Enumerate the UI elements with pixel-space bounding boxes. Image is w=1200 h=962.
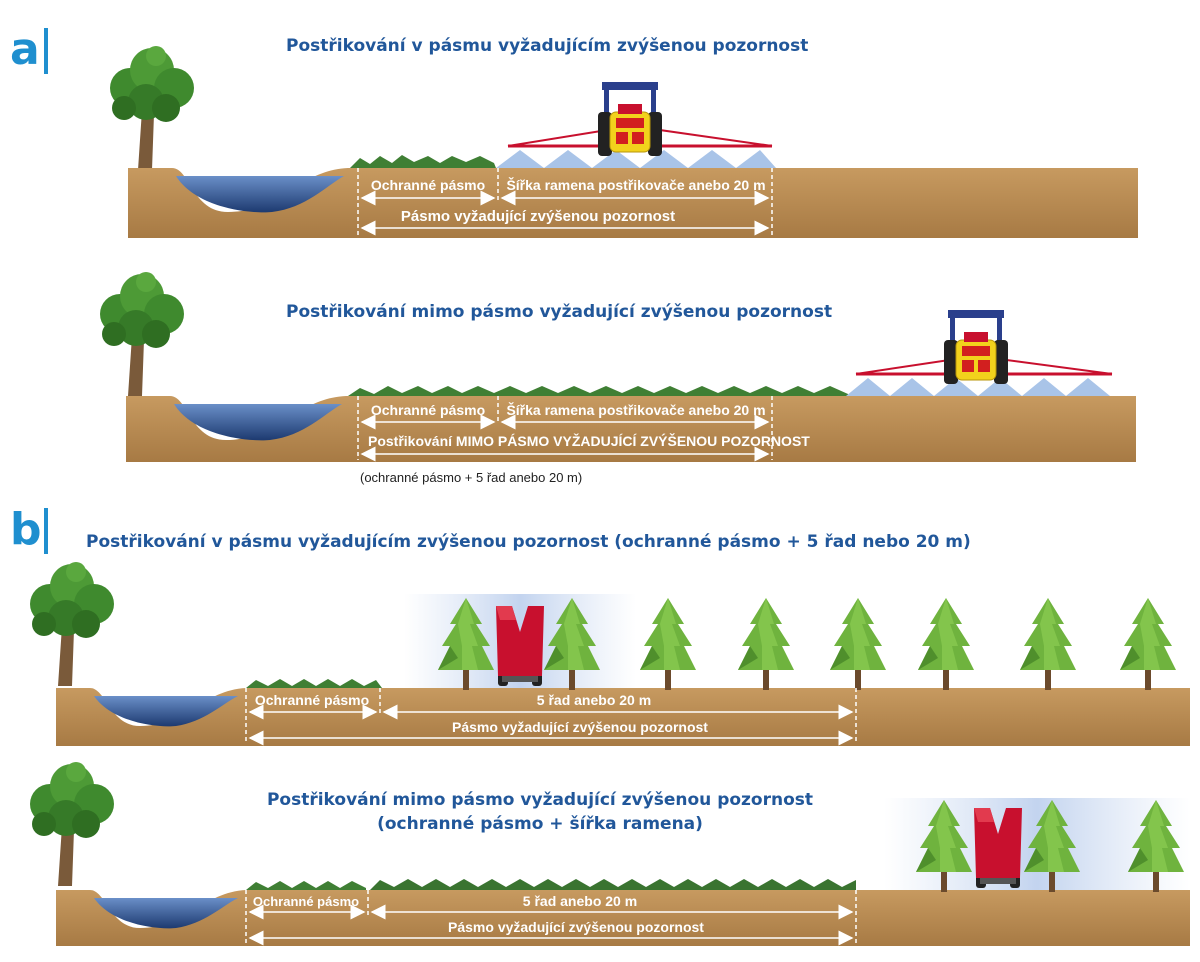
scene1-spray <box>496 150 776 168</box>
scene3-bank-tree-icon <box>30 562 114 686</box>
scene2-note: (ochranné pásmo + 5 řad anebo 20 m) <box>360 470 583 485</box>
scene2: Ochranné pásmo Šířka ramena postřikovače… <box>100 272 1136 462</box>
scene2-label-boom: Šířka ramena postřikovače anebo 20 m <box>506 401 765 418</box>
panel-a-divider <box>44 28 48 74</box>
scene4-title-line2: (ochranné pásmo + šířka ramena) <box>377 814 703 834</box>
scene1-zone-boundaries <box>357 168 773 236</box>
scene1-bank-tree-icon <box>110 46 194 170</box>
scene3-label-rows: 5 řad anebo 20 m <box>537 692 651 708</box>
scene3-label-zone: Pásmo vyžadující zvýšenou pozornost <box>452 719 708 735</box>
scene4-title-line1: Postřikování mimo pásmo vyžadující zvýše… <box>266 790 814 810</box>
scene1-tractor-icon <box>597 81 663 157</box>
scene4-title: Postřikování mimo pásmo vyžadující zvýše… <box>240 788 840 836</box>
scene3-orchard-tree-icon <box>738 598 794 690</box>
scene2-label-buffer: Ochranné pásmo <box>371 402 485 418</box>
scene3: Ochranné pásmo 5 řad anebo 20 m Pásmo vy… <box>30 562 1190 746</box>
scene4-label-zone: Pásmo vyžadující zvýšenou pozornost <box>448 919 704 935</box>
scene2-water <box>174 404 342 441</box>
scene2-spray <box>846 378 1120 396</box>
scene1-label-zone: Pásmo vyžadující zvýšenou pozornost <box>401 208 675 225</box>
scene3-water <box>94 696 238 727</box>
scene4-grass-buffer <box>246 881 366 890</box>
scene2-grass <box>348 386 848 396</box>
scene4-label-rows: 5 řad anebo 20 m <box>523 893 637 909</box>
scene3-orchard-tree-icon <box>1120 598 1176 690</box>
scene1: Ochranné pásmo Šířka ramena postřikovače… <box>110 46 1138 238</box>
panel-a-letter: a <box>10 24 40 75</box>
scene2-zone-boundaries <box>357 396 773 460</box>
scene1-title: Postřikování v pásmu vyžadujícím zvýšeno… <box>286 36 809 56</box>
scene3-zone-boundaries <box>245 688 857 744</box>
scene3-grass <box>246 679 382 688</box>
scene1-label-boom: Šířka ramena postřikovače anebo 20 m <box>506 176 765 193</box>
scene4-bank-tree-icon <box>30 762 114 886</box>
scene3-orchard-tree-icon <box>918 598 974 690</box>
scene3-orchard-tree-icon <box>830 598 886 690</box>
scene4-water <box>94 898 238 929</box>
scene3-orchard-tree-icon <box>1020 598 1076 690</box>
scene2-title: Postřikování mimo pásmo vyžadující zvýše… <box>286 302 833 322</box>
panel-b-title: Postřikování v pásmu vyžadujícím zvýšeno… <box>86 532 971 552</box>
scene4-grass-rows <box>370 879 856 890</box>
scene1-water <box>176 176 344 213</box>
scene2-bank-tree-icon <box>100 272 184 396</box>
scene1-label-buffer: Ochranné pásmo <box>371 177 485 193</box>
scene3-label-buffer: Ochranné pásmo <box>255 692 369 708</box>
scene4-label-buffer: Ochranné pásmo <box>253 894 359 909</box>
scene4-zone-boundaries <box>245 890 857 944</box>
scene2-tractor-icon <box>943 309 1009 385</box>
scene2-label-zone: Postřikování MIMO PÁSMO VYŽADUJÍCÍ ZVÝŠE… <box>368 432 810 449</box>
scene1-grass <box>350 155 496 168</box>
scene4: Ochranné pásmo 5 řad anebo 20 m Pásmo vy… <box>30 762 1190 946</box>
panel-b-divider <box>44 508 48 554</box>
panel-b-letter: b <box>10 504 42 555</box>
scene3-orchard-tree-icon <box>640 598 696 690</box>
